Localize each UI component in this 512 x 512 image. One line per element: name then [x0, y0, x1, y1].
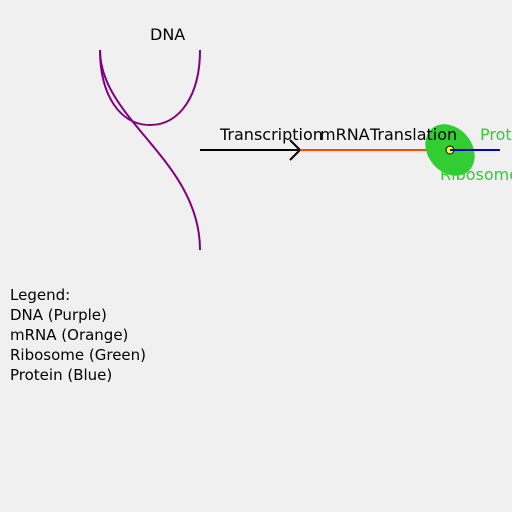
translation-label: Translation [369, 125, 457, 144]
legend-item-ribosome: Ribosome (Green) [10, 346, 147, 364]
transcription-label: Transcription [219, 125, 323, 144]
legend-item-mrna: mRNA (Orange) [10, 326, 129, 344]
mrna-label: mRNA [320, 125, 370, 144]
legend-title: Legend: [10, 286, 71, 304]
legend-item-protein: Protein (Blue) [10, 366, 113, 384]
ribosome-label: Ribosome [440, 165, 512, 184]
dna-strand-loop [99, 49, 201, 127]
protein-label: Protein [480, 125, 512, 144]
legend-item-dna: DNA (Purple) [10, 306, 107, 324]
legend: Legend: DNA (Purple) mRNA (Orange) Ribos… [10, 285, 146, 385]
dna-label: DNA [150, 25, 185, 44]
dna-strand-tail [99, 49, 201, 251]
